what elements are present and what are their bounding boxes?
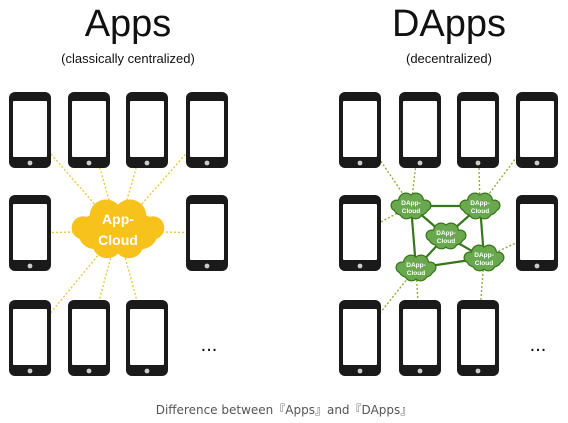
phone-icon xyxy=(339,92,381,168)
phone-icon xyxy=(457,300,499,376)
dapp-cloud-nodes: DApp-CloudDApp-CloudDApp-CloudDApp-Cloud… xyxy=(390,192,505,282)
phone-icon xyxy=(457,92,499,168)
dapp-cloud-label: DApp- xyxy=(436,230,456,237)
phone-icon xyxy=(68,92,110,168)
connection-line xyxy=(29,230,119,339)
dapp-cloud-node: DApp-Cloud xyxy=(463,244,505,272)
dapp-cloud-label: DApp- xyxy=(474,252,494,259)
app-cloud-label: Cloud xyxy=(98,232,138,248)
app-cloud-node: App- Cloud xyxy=(71,199,165,259)
phone-icon xyxy=(9,195,51,271)
phone-devices xyxy=(9,92,558,376)
phone-icon xyxy=(339,300,381,376)
dapp-cloud-label: Cloud xyxy=(402,208,420,215)
figure-caption: Difference between『Apps』and『DApps』 xyxy=(155,403,413,417)
dapp-cloud-node: DApp-Cloud xyxy=(395,254,437,282)
phone-icon xyxy=(339,195,381,271)
dapp-cloud-node: DApp-Cloud xyxy=(459,192,501,220)
dapp-cloud-node: DApp-Cloud xyxy=(425,222,467,250)
dapp-cloud-label: DApp- xyxy=(401,200,421,207)
phone-icon xyxy=(126,92,168,168)
phone-icon xyxy=(68,300,110,376)
connection-line xyxy=(477,257,485,339)
dapp-cloud-node: DApp-Cloud xyxy=(390,192,432,220)
dapp-cloud-label: Cloud xyxy=(471,208,489,215)
app-cloud-label: App- xyxy=(102,211,134,227)
dapp-cloud-label: Cloud xyxy=(407,270,425,277)
apps-ellipsis: ... xyxy=(201,334,218,356)
dapps-subtitle: (decentralized) xyxy=(406,51,492,66)
dapps-ellipsis: ... xyxy=(530,334,547,356)
dapp-cloud-label: DApp- xyxy=(470,200,490,207)
connection-line xyxy=(477,129,481,207)
phone-icon xyxy=(186,92,228,168)
apps-title: Apps xyxy=(85,3,172,45)
phone-icon xyxy=(399,92,441,168)
phone-icon xyxy=(516,195,558,271)
dapp-cloud-label: Cloud xyxy=(437,238,455,245)
connection-line xyxy=(359,267,417,339)
apps-vs-dapps-diagram: App-Cloud DApp-CloudDApp-CloudDApp-Cloud… xyxy=(9,3,558,376)
phone-icon xyxy=(399,300,441,376)
phone-icon xyxy=(9,92,51,168)
dapp-cloud-label: DApp- xyxy=(406,262,426,269)
phone-icon xyxy=(186,195,228,271)
apps-subtitle: (classically centralized) xyxy=(61,51,195,66)
phone-icon xyxy=(9,300,51,376)
dapp-cloud-label: Cloud xyxy=(475,260,493,267)
dapps-title: DApps xyxy=(392,3,506,45)
phone-icon xyxy=(126,300,168,376)
phone-icon xyxy=(516,92,558,168)
